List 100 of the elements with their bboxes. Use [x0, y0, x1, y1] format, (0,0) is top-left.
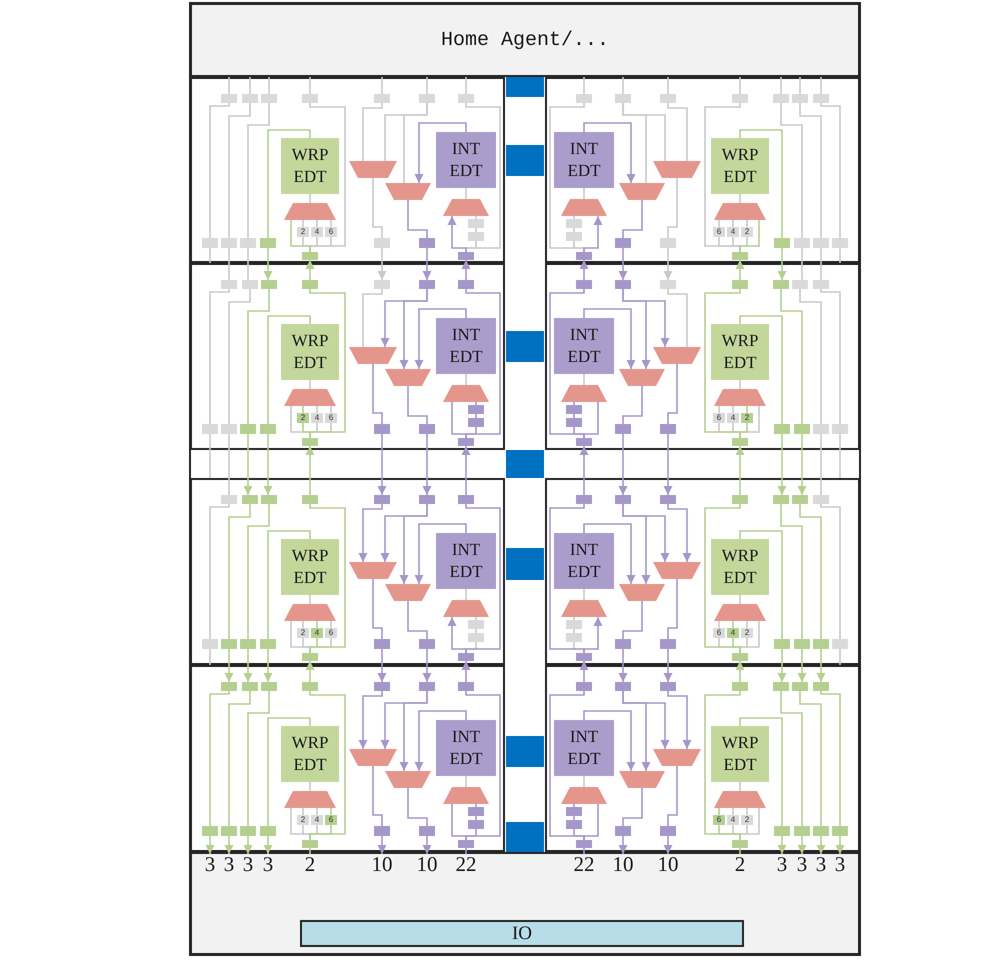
register-block — [576, 94, 592, 103]
register-block — [242, 280, 258, 289]
register-block — [732, 840, 748, 848]
register-block — [732, 495, 748, 504]
register-block — [792, 280, 808, 289]
register-block — [260, 424, 276, 434]
multiplexer — [653, 749, 701, 766]
wire — [465, 504, 501, 653]
wire — [780, 504, 803, 639]
wire — [718, 808, 720, 815]
arrow — [422, 836, 432, 854]
multiplexer — [443, 199, 489, 216]
wire — [228, 691, 251, 826]
multiplexer — [653, 161, 701, 178]
register-block — [660, 495, 676, 504]
wire — [247, 103, 270, 238]
wire — [362, 289, 383, 347]
wire — [372, 364, 383, 424]
arrow — [400, 691, 428, 771]
pin-count: 22 — [574, 854, 594, 875]
wire — [267, 717, 311, 826]
pin-count: 10 — [372, 854, 392, 875]
multiplexer — [349, 562, 397, 579]
multiplexer — [619, 771, 665, 788]
wire — [820, 691, 841, 826]
register-block — [302, 252, 318, 260]
wire — [573, 228, 575, 232]
edt-block: INT EDT — [436, 132, 496, 188]
arrow — [798, 649, 806, 682]
wire — [330, 220, 332, 227]
register-block — [615, 682, 631, 691]
home-agent-block: Home Agent/... — [190, 3, 860, 77]
arrow — [306, 446, 314, 495]
wire — [316, 621, 318, 628]
wire — [799, 691, 822, 826]
wire — [739, 717, 783, 826]
register-block — [576, 653, 592, 661]
wire — [209, 248, 211, 263]
count-tag: 2 — [741, 815, 753, 825]
count-tag: 6 — [325, 628, 337, 638]
register-block — [773, 682, 789, 691]
count-tag: 4 — [311, 628, 323, 638]
pin-count: 3 — [262, 854, 274, 875]
register-block — [260, 639, 276, 649]
register-block — [374, 238, 390, 248]
wire — [309, 380, 311, 389]
register-block — [773, 280, 789, 289]
arrow — [400, 504, 428, 584]
wire — [228, 103, 251, 238]
count-tag: 4 — [311, 815, 323, 825]
wire — [228, 434, 230, 495]
io-bar: IO — [300, 920, 744, 947]
register-block — [202, 826, 218, 836]
wire — [739, 595, 741, 604]
wire — [302, 220, 304, 227]
edt-block: WRP EDT — [711, 726, 769, 782]
arrow — [778, 248, 786, 280]
register-block — [566, 405, 582, 414]
wire — [475, 228, 477, 232]
edt-block: WRP EDT — [281, 726, 339, 782]
wire — [549, 691, 585, 840]
wire — [718, 621, 720, 628]
wire — [381, 77, 383, 94]
wire — [330, 808, 332, 815]
wire — [247, 504, 270, 639]
wire — [228, 504, 251, 639]
register-block — [261, 94, 277, 103]
wire — [583, 848, 585, 854]
wire — [267, 129, 311, 238]
count-tag: 6 — [713, 628, 725, 638]
wire — [465, 374, 467, 385]
wire — [704, 504, 741, 653]
wire — [667, 103, 688, 161]
register-block — [302, 280, 318, 289]
wire — [732, 621, 734, 628]
wire — [362, 103, 383, 161]
arrow — [206, 836, 214, 854]
wire — [372, 579, 383, 639]
arrow — [816, 649, 826, 682]
wire — [583, 188, 585, 199]
arrow — [667, 504, 692, 562]
wire — [799, 504, 822, 639]
register-block — [615, 238, 631, 248]
pin-count: 10 — [658, 854, 678, 875]
register-block — [242, 495, 258, 504]
register-block — [813, 238, 829, 248]
register-block — [458, 438, 474, 446]
register-block — [302, 438, 318, 446]
arrow — [580, 661, 588, 682]
arrow — [836, 836, 844, 854]
multiplexer — [443, 787, 489, 804]
multiplexer — [561, 600, 607, 617]
arrow — [736, 446, 744, 495]
arrow — [583, 617, 602, 653]
multiplexer — [561, 385, 607, 402]
wire — [739, 129, 783, 238]
wire — [465, 691, 501, 840]
io-region — [190, 852, 860, 955]
register-block — [660, 280, 676, 289]
register-block — [813, 682, 829, 691]
